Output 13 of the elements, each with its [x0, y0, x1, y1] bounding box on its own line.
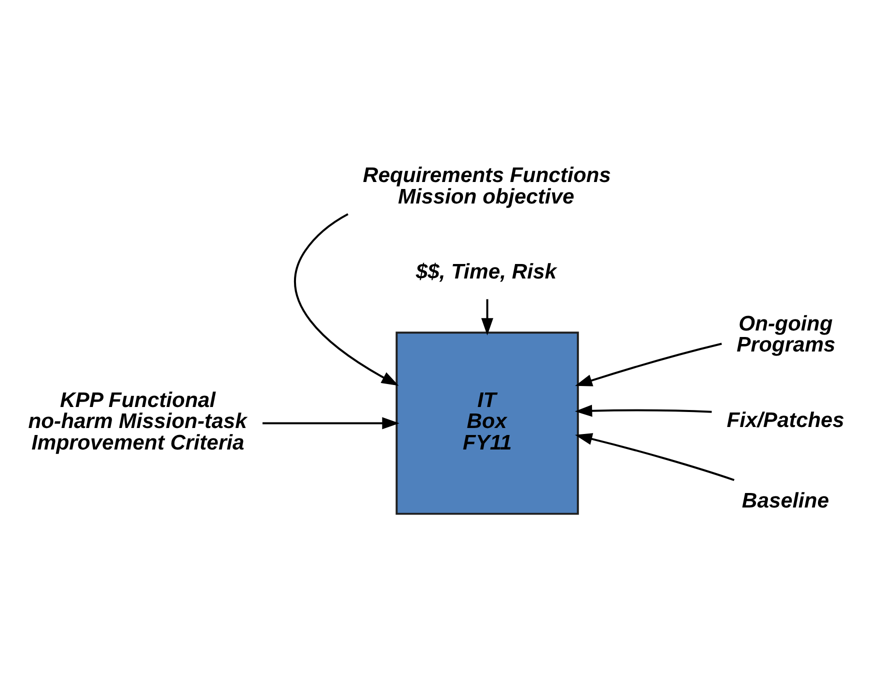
- node-text: Baseline: [742, 489, 829, 512]
- node-text: Requirements Functions Mission objective: [362, 164, 611, 208]
- arrow: [574, 432, 734, 480]
- node-text: KPP Functional no-harm Mission-task Improvement Criteria: [28, 388, 247, 454]
- node-box: IT Box FY11: [396, 331, 579, 514]
- node-text: On-going Programs: [736, 312, 836, 356]
- arrow: [481, 298, 494, 335]
- arrow: [575, 342, 722, 386]
- arrow: [262, 416, 400, 429]
- node-text: Fix/Patches: [726, 408, 844, 432]
- node-text: $$, Time, Risk: [416, 260, 557, 284]
- arrow: [574, 404, 712, 416]
- arrow: [294, 212, 399, 386]
